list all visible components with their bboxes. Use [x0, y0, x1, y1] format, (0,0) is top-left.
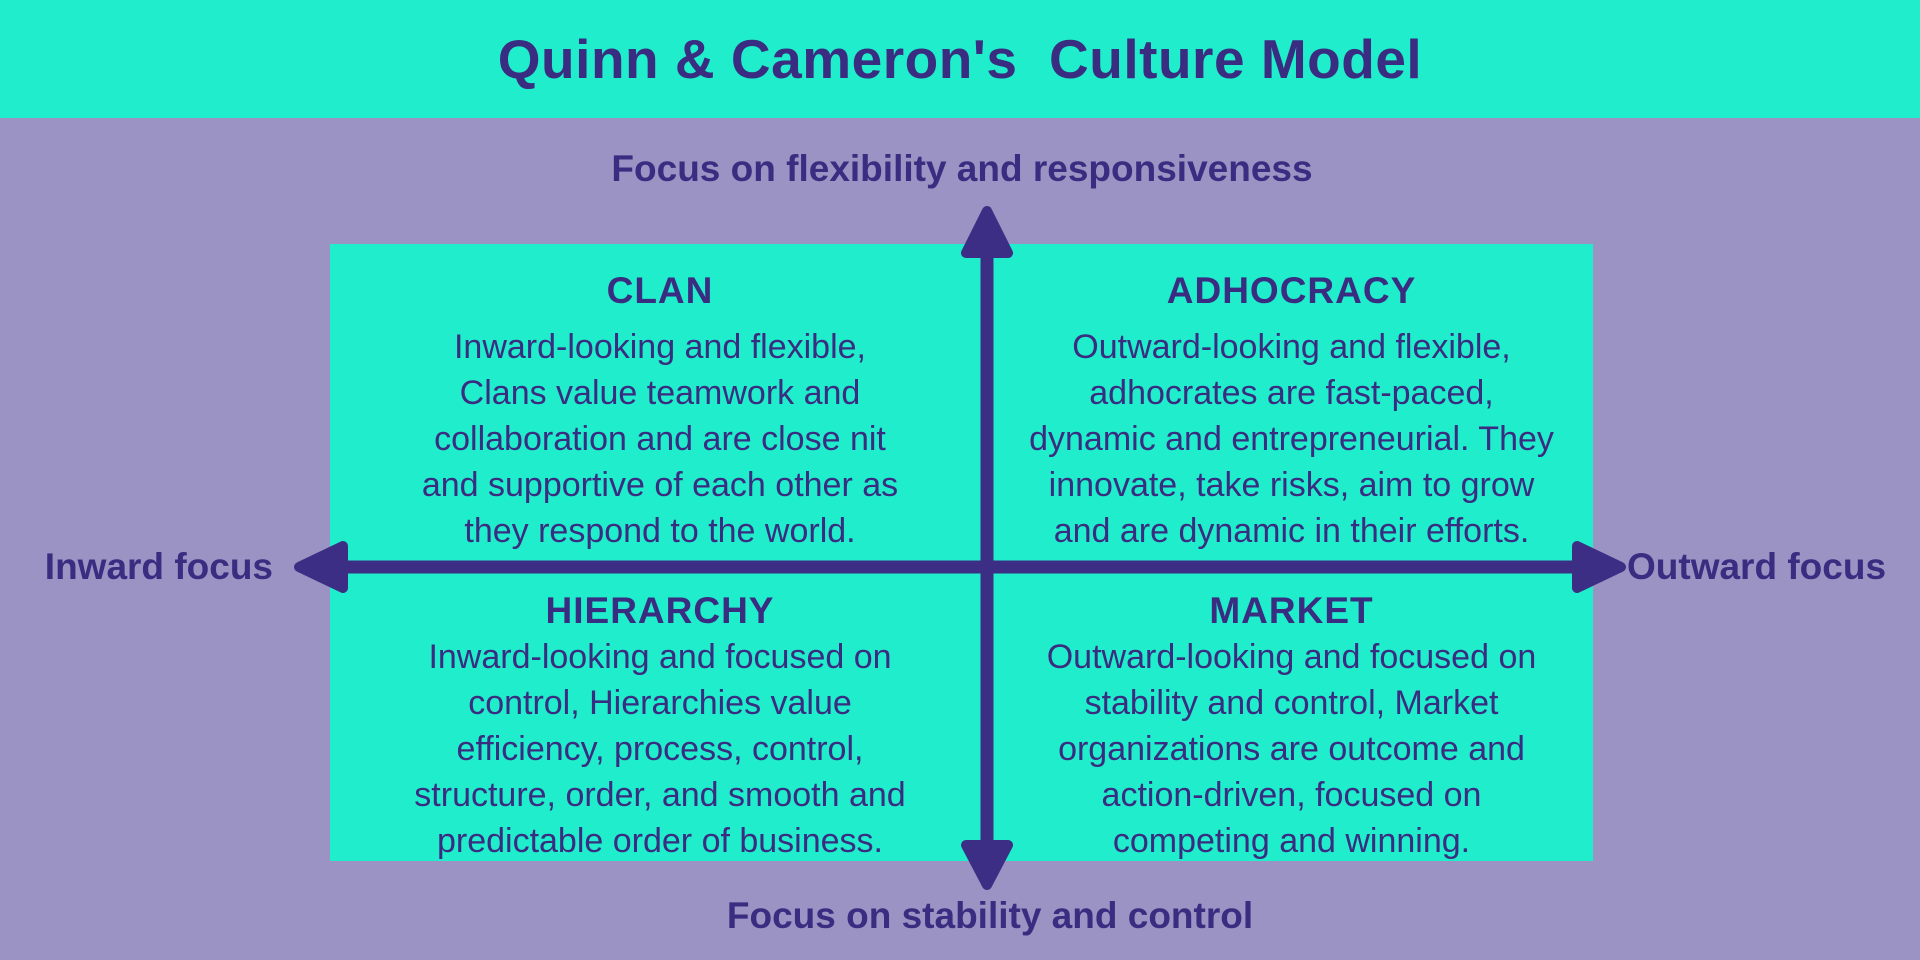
axis-label-flexibility: Focus on flexibility and responsiveness [611, 148, 1313, 189]
axis-label-inward: Inward focus [44, 546, 273, 587]
quadrant-adhocracy-description: Outward-looking and flexible,adhocrates … [1029, 328, 1554, 550]
quadrant-background [330, 244, 1593, 861]
quadrant-clan: CLAN Inward-looking and flexible,Clans v… [330, 244, 990, 562]
axis-label-stability: Focus on stability and control [726, 895, 1254, 936]
quadrant-adhocracy-title: ADHOCRACY [1166, 270, 1417, 311]
quadrant-market-title: MARKET [1209, 590, 1374, 631]
quadrant-clan-description: Inward-looking and flexible,Clans value … [421, 328, 899, 550]
quadrant-clan-title: CLAN [606, 270, 714, 311]
quadrant-adhocracy: ADHOCRACY Outward-looking and flexible,a… [990, 244, 1593, 562]
title-banner: Quinn & Cameron's Culture Model [0, 0, 1920, 118]
quadrant-hierarchy-title: HIERARCHY [545, 590, 775, 631]
page-title: Quinn & Cameron's Culture Model [497, 28, 1423, 90]
axis-label-outward: Outward focus [1627, 546, 1887, 587]
